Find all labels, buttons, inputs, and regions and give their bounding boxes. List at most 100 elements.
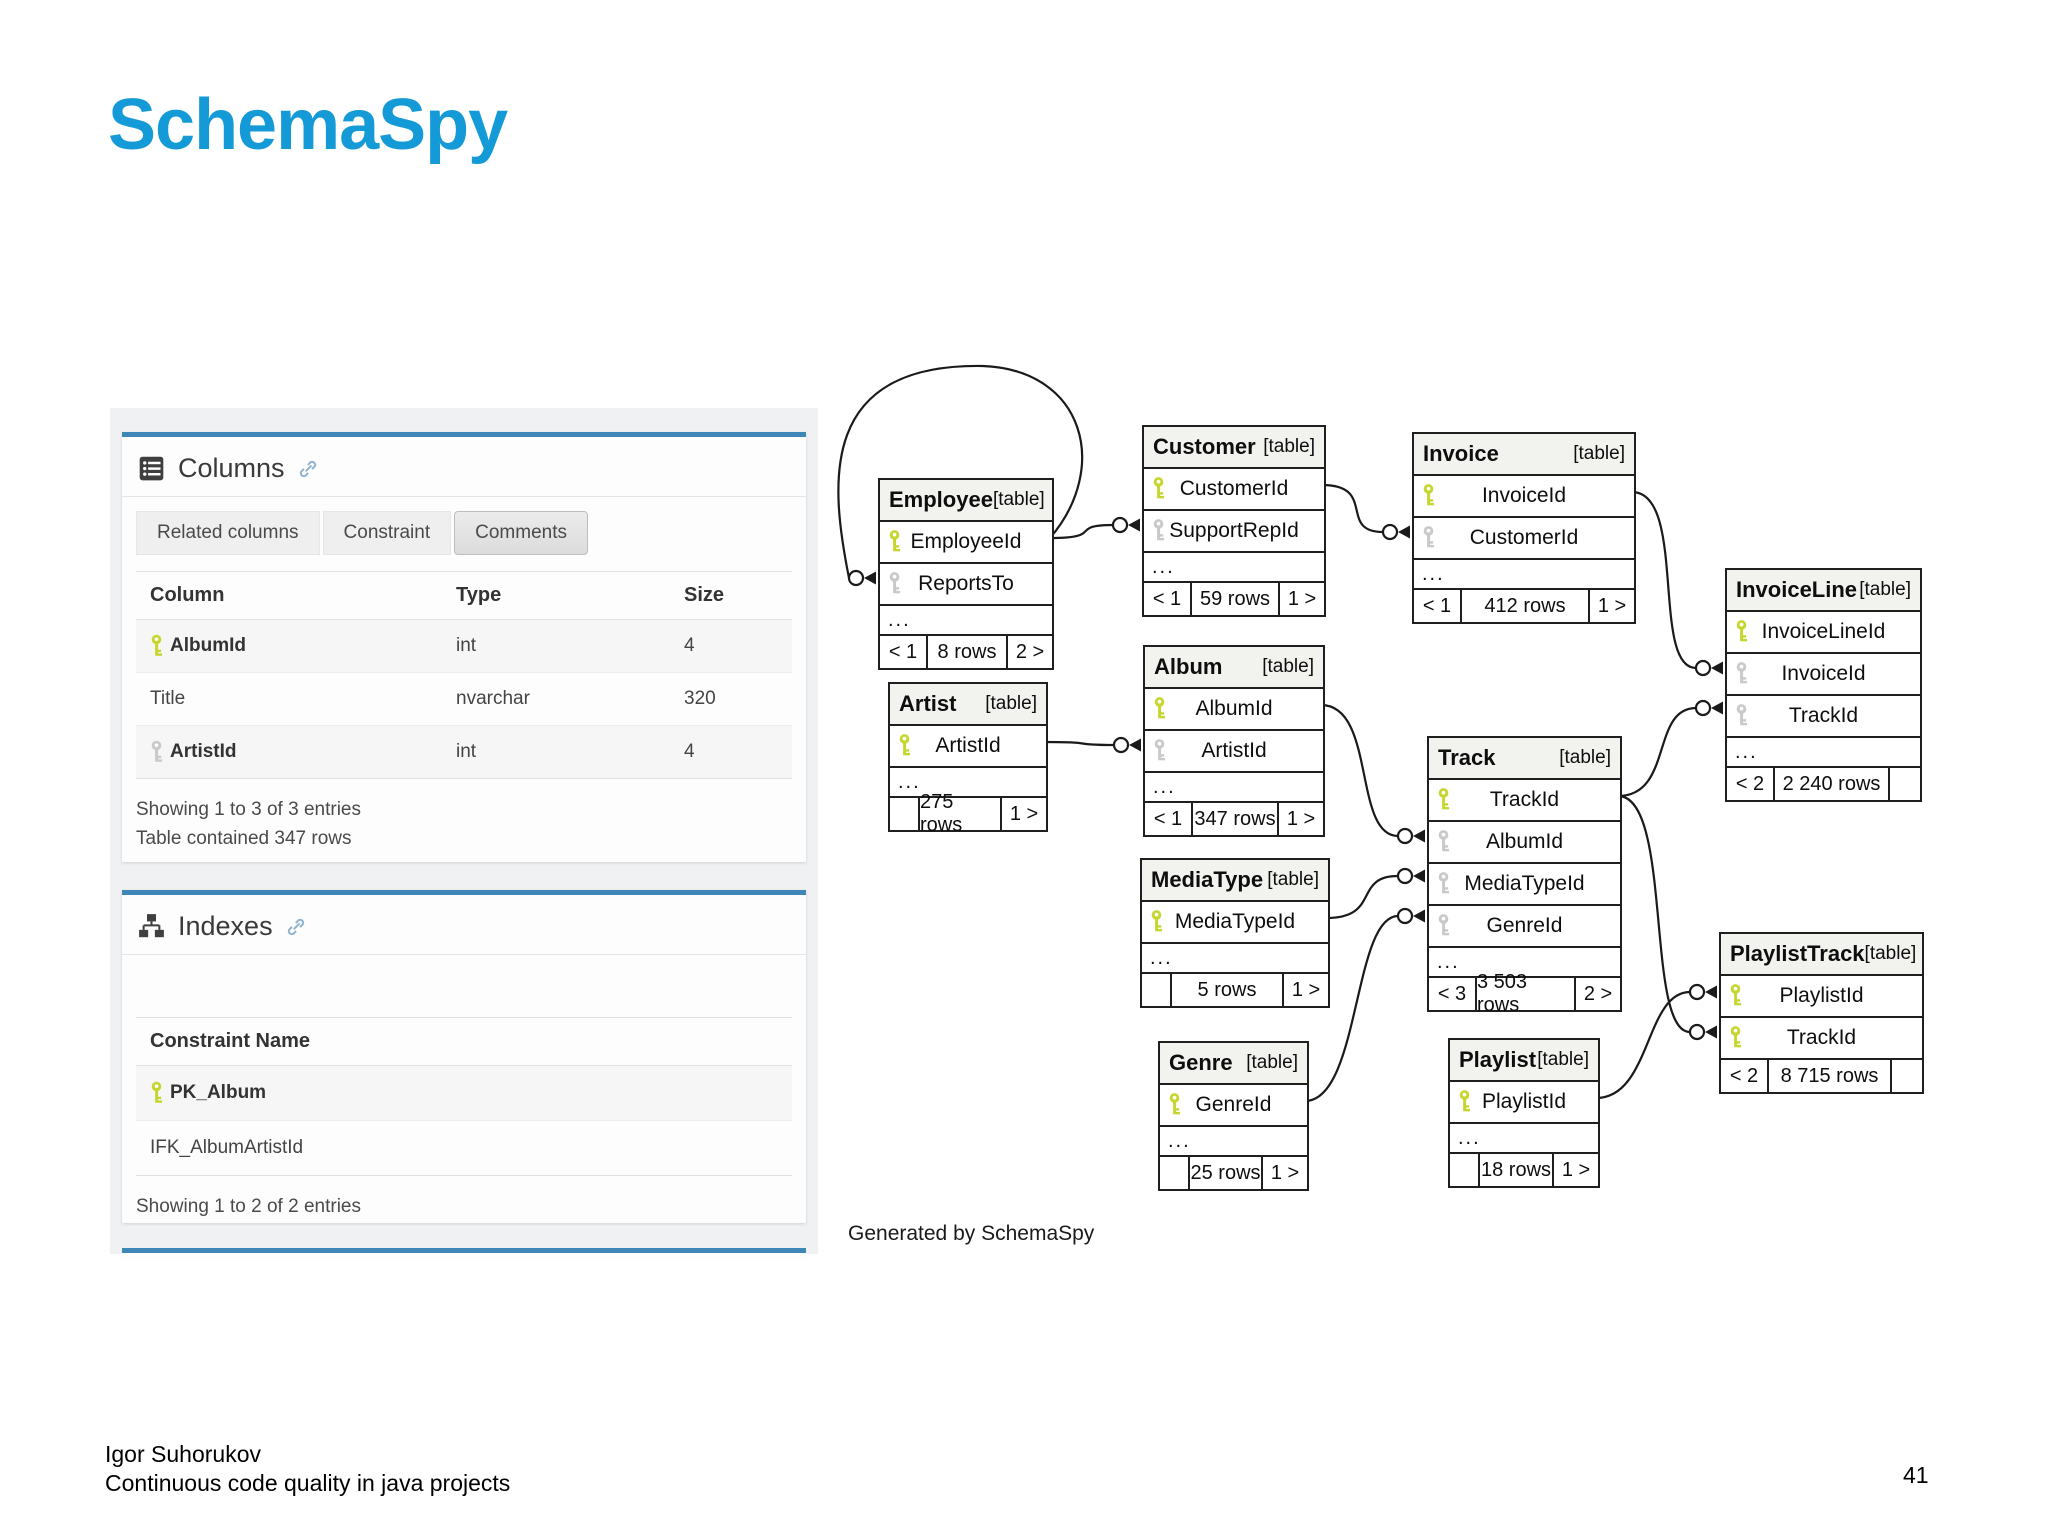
er-table-name: Track <box>1438 745 1496 770</box>
diagram-caption: Generated by SchemaSpy <box>848 1222 1095 1245</box>
er-pager-next[interactable]: 2 > <box>1583 982 1613 1005</box>
fk-key-icon <box>1736 704 1748 726</box>
pk-key-icon <box>1423 484 1435 506</box>
er-pager-next[interactable]: 2 > <box>1015 640 1045 663</box>
er-table-customer: Customer [table] CustomerId SupportRepId… <box>1142 425 1326 617</box>
cell-name: ArtistId <box>170 741 237 762</box>
er-field-trackid: TrackId <box>1721 1018 1922 1060</box>
fk-key-icon <box>889 572 901 594</box>
er-table-tag: [table] <box>985 693 1037 714</box>
pk-key-icon <box>1154 697 1166 719</box>
er-field-label: EmployeeId <box>910 530 1022 553</box>
link-icon[interactable] <box>286 917 306 937</box>
er-field-label: GenreId <box>1195 1093 1272 1116</box>
er-field-customerid: CustomerId <box>1144 469 1324 511</box>
er-field-albumid: AlbumId <box>1429 822 1620 864</box>
er-pager-next[interactable]: 1 > <box>1287 587 1317 610</box>
er-table-invoiceline: InvoiceLine [table] InvoiceLineId Invoic… <box>1725 568 1922 802</box>
er-table-header: InvoiceLine [table] <box>1727 570 1920 612</box>
column-header-size: Size <box>670 571 792 620</box>
column-header-column: Column <box>136 571 442 620</box>
er-table-tag: [table] <box>1263 436 1315 457</box>
er-pager-prev[interactable]: < 1 <box>1414 590 1462 622</box>
table-row-pk_album: PK_Album <box>136 1065 792 1121</box>
er-pager-next[interactable]: 1 > <box>1597 594 1627 617</box>
er-table-header: Invoice [table] <box>1414 434 1634 476</box>
tab-comments[interactable]: Comments <box>454 511 588 555</box>
er-field-artistid: ArtistId <box>890 726 1046 768</box>
er-more-fields-ellipsis: ... <box>1429 948 1620 978</box>
indexes-entries-summary: Showing 1 to 2 of 2 entries <box>136 1196 361 1217</box>
footer-subtitle: Continuous code quality in java projects <box>105 1470 511 1497</box>
tab-related-columns[interactable]: Related columns <box>136 511 320 555</box>
link-icon[interactable] <box>298 459 318 479</box>
tab-constraint[interactable]: Constraint <box>322 511 452 555</box>
er-table-name: Artist <box>899 691 957 716</box>
er-pager-prev[interactable]: < 2 <box>1721 1060 1769 1092</box>
pk-key-icon <box>1730 1026 1742 1048</box>
pk-key-icon <box>1169 1093 1181 1115</box>
er-table-name: Genre <box>1169 1050 1233 1075</box>
er-field-reportsto: ReportsTo <box>880 564 1052 606</box>
er-pager-prev[interactable]: < 1 <box>880 636 928 668</box>
er-table-name: Album <box>1154 654 1223 679</box>
er-table-name: Employee <box>889 487 993 512</box>
pk-key-icon <box>151 1081 163 1103</box>
er-field-label: AlbumId <box>1195 697 1273 720</box>
er-field-albumid: AlbumId <box>1145 689 1323 731</box>
er-table-tag: [table] <box>1864 943 1917 964</box>
indexes-table-header-row: Constraint Name <box>136 1017 792 1066</box>
er-table-playlisttrack: PlaylistTrack [table] PlaylistId TrackId… <box>1719 932 1924 1094</box>
columns-rowcount-summary: Table contained 347 rows <box>136 828 352 849</box>
connector-mediatype-mediatypeid-to-track-mediatypeid <box>1325 867 1425 920</box>
er-pager-prev[interactable]: < 1 <box>1145 803 1193 835</box>
er-pager-next[interactable]: 1 > <box>1270 1161 1300 1184</box>
er-pager-prev <box>890 798 920 830</box>
er-pager-next[interactable]: 1 > <box>1009 802 1039 825</box>
er-pager-prev[interactable]: < 1 <box>1144 583 1192 615</box>
fk-key-icon <box>1154 739 1166 761</box>
er-pager-next[interactable]: 1 > <box>1286 807 1316 830</box>
er-row-count: 8 715 rows <box>1769 1060 1892 1092</box>
er-table-employee: Employee [table] EmployeeId ReportsTo...… <box>878 478 1054 670</box>
er-pager-prev <box>1160 1157 1190 1189</box>
er-pager-next[interactable]: 1 > <box>1561 1158 1591 1181</box>
table-row-ifk_albumartistid: IFK_AlbumArtistId <box>136 1121 792 1176</box>
er-field-label: CustomerId <box>1469 526 1579 549</box>
connector-track-trackid-to-invoiceline-trackid <box>1617 699 1723 798</box>
er-field-label: ArtistId <box>1201 739 1267 762</box>
er-row-count: 5 rows <box>1172 974 1284 1006</box>
er-table-tag: [table] <box>1262 656 1314 677</box>
er-pager-next <box>1890 768 1920 800</box>
er-pager-prev <box>1450 1154 1480 1186</box>
cell-name: IFK_AlbumArtistId <box>150 1137 304 1158</box>
column-header-type: Type <box>442 571 670 620</box>
er-pager-next[interactable]: 1 > <box>1291 978 1321 1001</box>
er-pager-prev[interactable]: < 2 <box>1727 768 1775 800</box>
er-field-label: GenreId <box>1486 914 1563 937</box>
er-table-tag: [table] <box>1267 869 1319 890</box>
er-field-label: ReportsTo <box>918 572 1014 595</box>
er-pager-prev[interactable]: < 3 <box>1429 978 1477 1010</box>
connector-track-trackid-to-playlisttrack-trackid <box>1617 794 1717 1041</box>
er-table-tag: [table] <box>1859 579 1911 600</box>
connector-employee-employeeid-to-customer-supportrepid <box>1049 516 1140 540</box>
er-field-label: TrackId <box>1489 788 1560 811</box>
er-field-mediatypeid: MediaTypeId <box>1142 902 1328 944</box>
fk-key-icon <box>1736 662 1748 684</box>
connector-invoice-invoiceid-to-invoiceline-invoiceid <box>1631 490 1723 677</box>
er-table-name: Customer <box>1153 434 1256 459</box>
cell-size: 320 <box>684 688 716 709</box>
